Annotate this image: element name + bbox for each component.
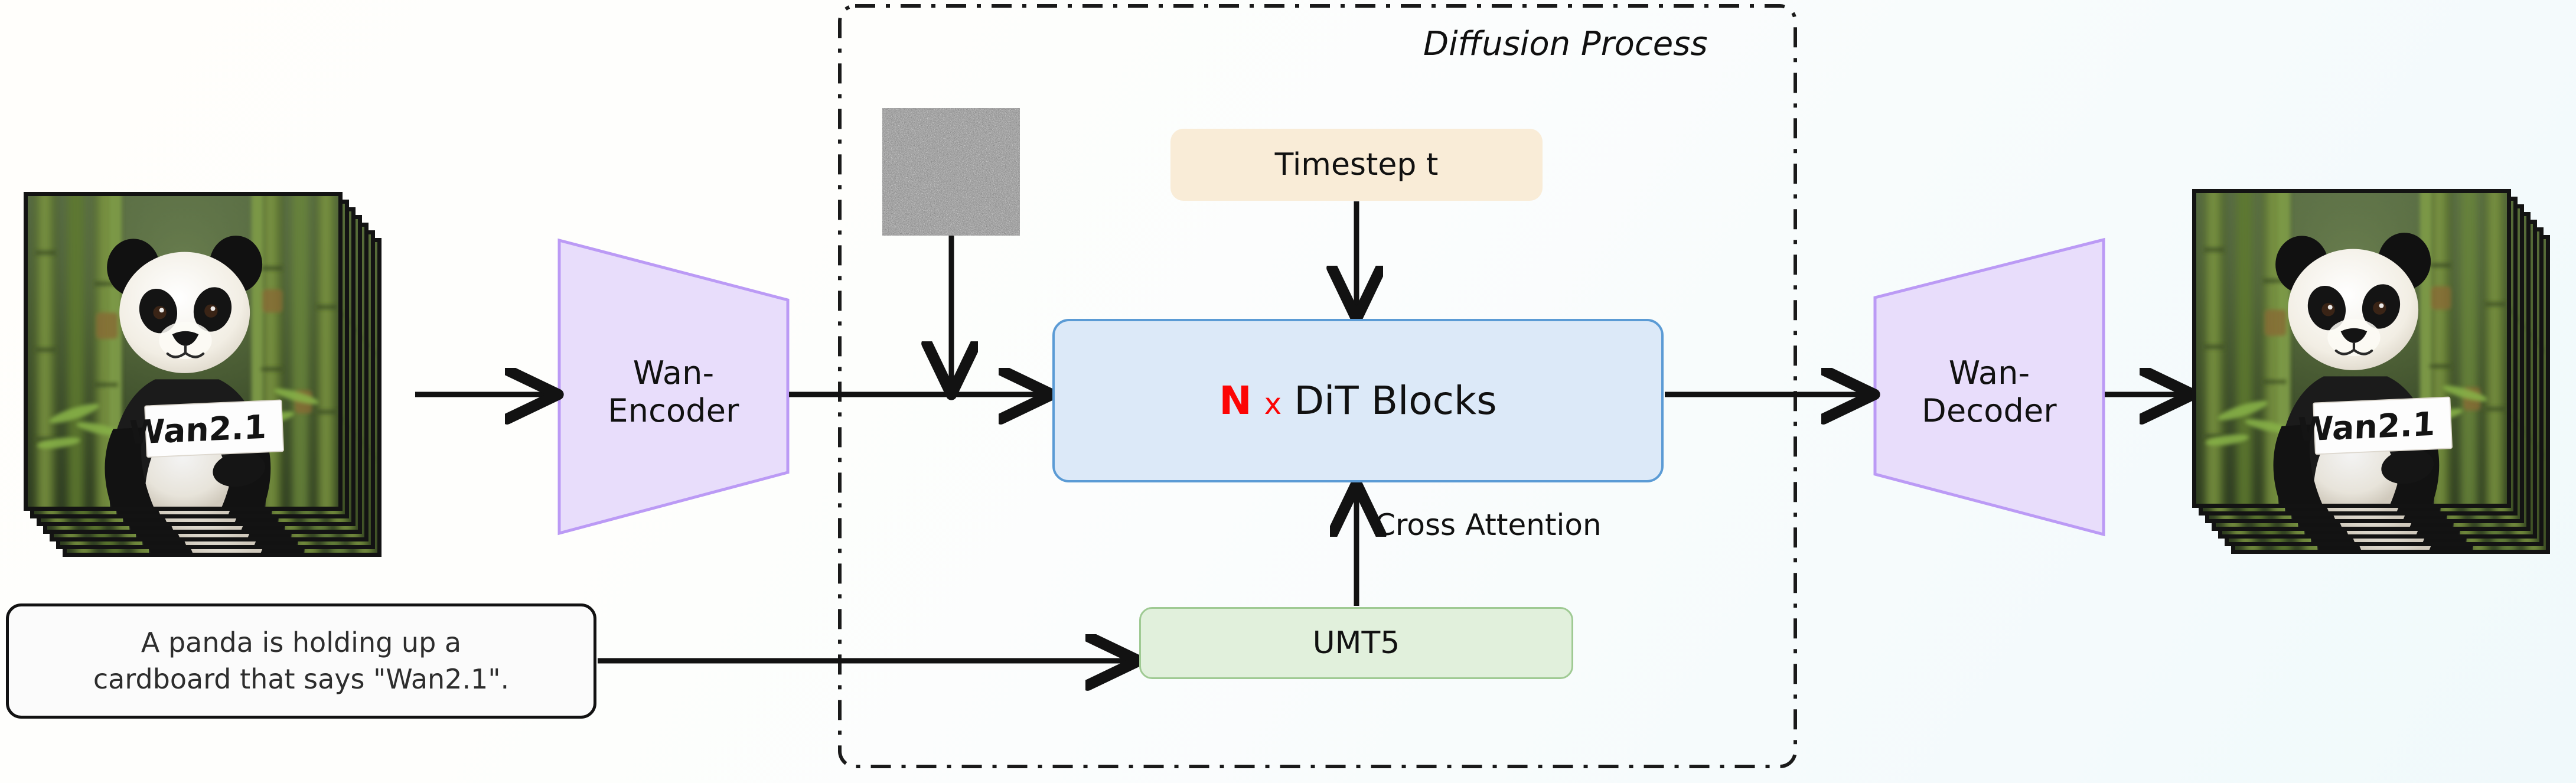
panda-sign-text: Wan2.1 (129, 409, 268, 452)
dit-blocks-node[interactable]: N x DiT Blocks (1052, 319, 1664, 482)
wan-encoder-shape[interactable] (557, 238, 790, 536)
text-prompt-value: A panda is holding up a cardboard that s… (93, 626, 510, 695)
dit-blocks-name: DiT Blocks (1294, 378, 1497, 423)
gaussian-noise-patch (882, 108, 1020, 236)
timestep-node[interactable]: Timestep t (1170, 129, 1543, 201)
diffusion-process-label: Diffusion Process (1423, 25, 1708, 63)
dit-multiplier-symbol: x (1264, 387, 1282, 421)
panda-photo: Wan2.1 (2196, 193, 2507, 504)
video-frame-front: Wan2.1 (2192, 189, 2511, 508)
panda-sign-text: Wan2.1 (2297, 406, 2436, 449)
panda-photo: Wan2.1 (28, 196, 338, 507)
umt5-text-encoder-node[interactable]: UMT5 (1139, 607, 1573, 679)
panda-frame-image: Wan2.1 (28, 196, 338, 507)
output-video-frame-stack[interactable]: Wan2.1 (2192, 189, 2570, 567)
input-video-frame-stack[interactable]: Wan2.1 (24, 192, 419, 576)
diffusion-process-dashed-border (838, 4, 1797, 768)
dit-block-count: N (1219, 378, 1252, 423)
dit-blocks-label: N x DiT Blocks (1219, 378, 1496, 423)
cross-attention-label: Cross Attention (1375, 508, 1602, 542)
text-prompt-box[interactable]: A panda is holding up a cardboard that s… (6, 603, 596, 719)
video-frame-front: Wan2.1 (24, 192, 343, 511)
umt5-label: UMT5 (1312, 625, 1400, 661)
timestep-label: Timestep t (1274, 147, 1439, 182)
panda-frame-image: Wan2.1 (2196, 193, 2507, 504)
